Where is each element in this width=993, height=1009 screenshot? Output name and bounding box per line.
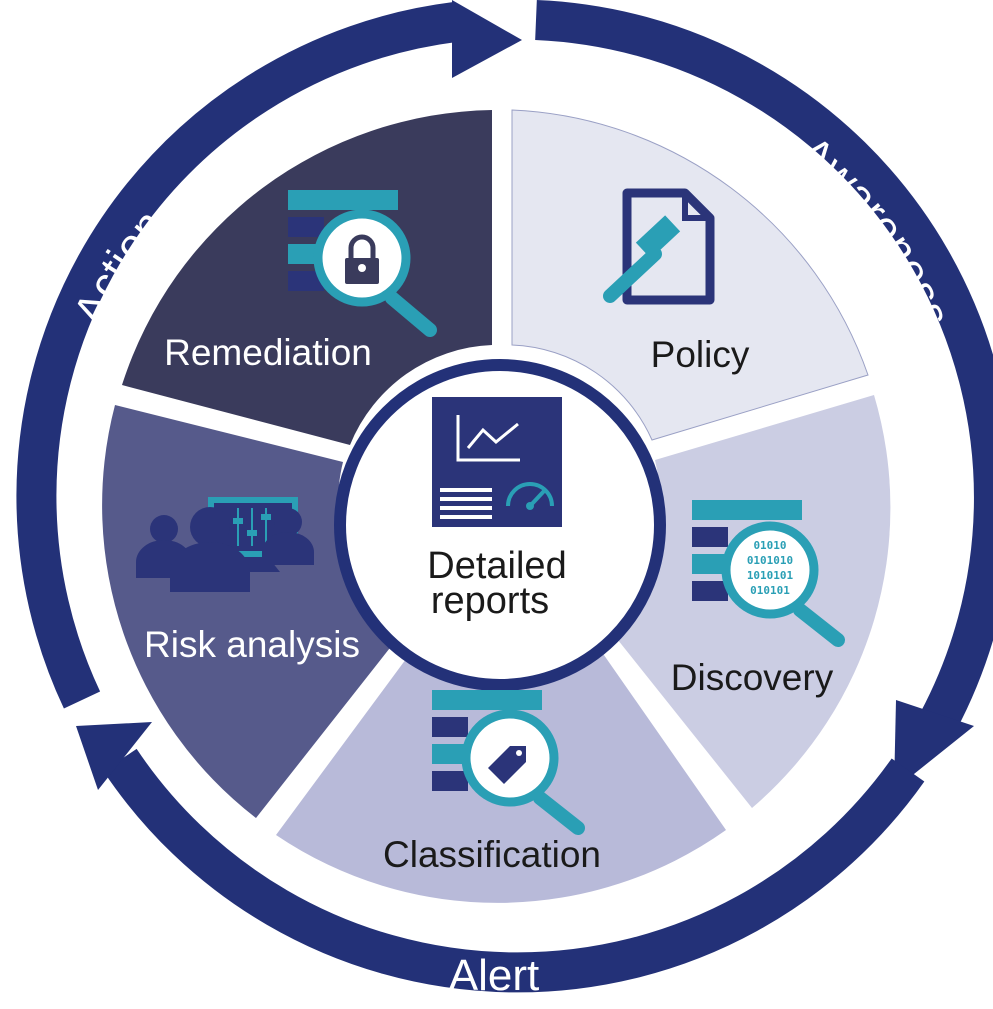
remediation-label: Remediation bbox=[164, 332, 372, 373]
people-monitor-icon bbox=[136, 497, 314, 592]
center-hub: Detailed reports bbox=[334, 359, 666, 691]
center-label-line1: Detailed bbox=[427, 545, 566, 587]
binary-line-4: 010101 bbox=[750, 584, 790, 597]
action-arc bbox=[16, 2, 458, 709]
binary-line-1: 01010 bbox=[753, 539, 786, 552]
magnifier-tag-icon bbox=[432, 690, 585, 835]
alert-label: Alert bbox=[449, 951, 539, 1000]
report-chart-gauge-icon bbox=[432, 397, 562, 527]
risk-analysis-label: Risk analysis bbox=[144, 624, 360, 665]
segment-policy bbox=[511, 109, 869, 441]
classification-label: Classification bbox=[383, 834, 601, 875]
awareness-arrowhead bbox=[894, 700, 974, 790]
document-gavel-icon bbox=[603, 188, 715, 305]
binary-line-2: 0101010 bbox=[747, 554, 793, 567]
magnifier-binary-icon: 01010 0101010 1010101 010101 bbox=[692, 500, 845, 647]
segment-risk-analysis bbox=[102, 405, 404, 818]
magnifier-lock-icon bbox=[288, 190, 437, 337]
discovery-label: Discovery bbox=[671, 657, 834, 698]
cycle-ring bbox=[16, 0, 993, 993]
alert-arrowhead bbox=[76, 722, 152, 790]
awareness-arc bbox=[535, 0, 993, 732]
alert-arc bbox=[103, 748, 925, 993]
policy-label: Policy bbox=[651, 334, 750, 375]
binary-line-3: 1010101 bbox=[747, 569, 794, 582]
action-arrowhead bbox=[452, 0, 522, 78]
center-label-line2: reports bbox=[431, 580, 549, 622]
